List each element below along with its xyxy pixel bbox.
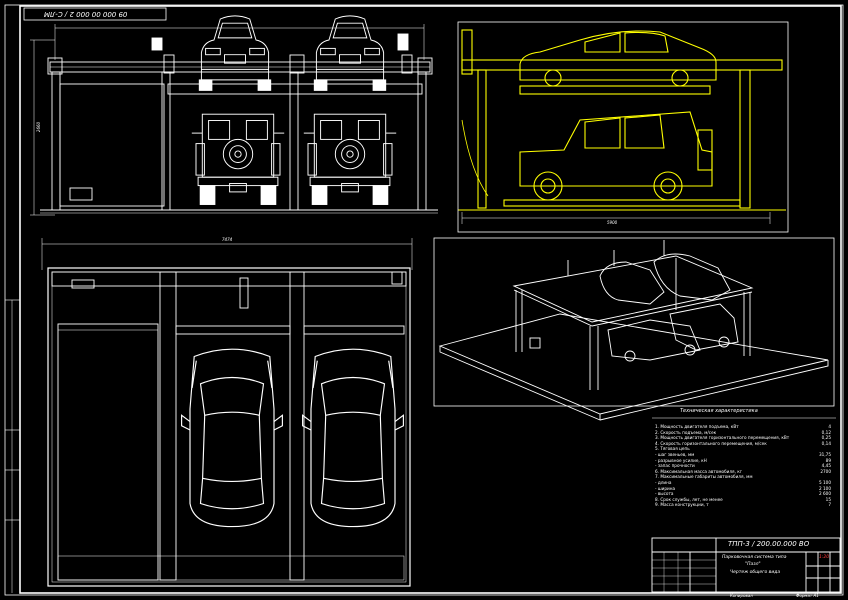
title-block-name-1: Парковочная система типа [722, 555, 787, 560]
side-elevation-view [458, 29, 786, 224]
spec-row: 5. Тяговая цепь [655, 446, 831, 452]
spec-value: 31,75 [819, 451, 831, 457]
specs-title: Техническая характеристика [680, 408, 758, 414]
spec-row: 8. Срок службы, лет, не менее 15 [655, 497, 831, 503]
spec-row: - длина 5 100 [655, 480, 831, 486]
title-block-name-3: Чертеж общего вида [730, 570, 781, 575]
title-block [651, 537, 841, 593]
spec-text: 1. Мощность двигателя подъема, кВт [655, 424, 739, 429]
spec-row: - ширина 2 100 [655, 486, 831, 492]
spec-text: 5. Тяговая цепь [655, 446, 690, 452]
spec-text: - высота [655, 491, 674, 497]
format-label: Формат А1 [796, 593, 819, 598]
spec-row: 3. Мощность двигателя горизонтального пе… [655, 435, 831, 441]
spec-row: 7. Максимальные габариты автомобиля, мм [655, 474, 831, 480]
plan-view [41, 238, 413, 587]
spec-value: 0,14 [821, 440, 831, 446]
front-elevation-view [30, 15, 438, 216]
spec-text: - ширина [655, 485, 676, 491]
spec-row: - разрывное усилие, кН 89 [655, 458, 831, 464]
spec-text: - запас прочности [655, 463, 695, 469]
spec-row: - запас прочности 4,45 [655, 463, 831, 469]
side-view-frame [457, 21, 789, 233]
dimension-height: 2660 [36, 121, 42, 133]
spec-row: - шаг звеньев, мм 31,75 [655, 452, 831, 458]
sheet-frame [4, 4, 844, 596]
spec-value: 2700 [820, 468, 831, 474]
spec-text: 9. Масса конструкции, т [655, 502, 709, 508]
spec-value: 4 [828, 424, 831, 429]
copied-label: Копировал [730, 593, 753, 598]
dimension-width-plan: 7474 [222, 237, 233, 242]
spec-text: - разрывное усилие, кН [655, 457, 707, 463]
dimension-width-side: 5900 [607, 220, 618, 225]
spec-text: 3. Мощность двигателя горизонтального пе… [655, 435, 790, 441]
spec-text: - длина [655, 479, 672, 485]
spec-value: 0,12 [821, 429, 831, 435]
spec-value: 2 100 [819, 485, 831, 491]
spec-row: 2. Скорость подъема, м/сек 0,12 [655, 430, 831, 436]
title-block-name-2: "Пазл" [745, 562, 761, 567]
spec-row: 1. Мощность двигателя подъема, кВт 4 [655, 424, 831, 430]
spec-row: - высота 2 600 [655, 491, 831, 497]
spec-value: 0,25 [821, 435, 831, 441]
spec-value: 4,45 [821, 463, 831, 469]
spec-row: 6. Максимальная масса автомобиля, кг 2700 [655, 469, 831, 475]
isometric-view [433, 237, 835, 421]
spec-text: 4. Скорость горизонтального перемещения,… [655, 440, 767, 446]
title-block-scale: 1:20 [819, 555, 830, 560]
spec-text: 2. Скорость подъема, м/сек [655, 429, 717, 435]
spec-text: 7. Максимальные габариты автомобиля, мм [655, 474, 753, 480]
spec-value: 5 100 [819, 479, 831, 485]
spec-value: 7 [828, 502, 831, 508]
drawing-code-stamp: 09 000 00 000 2 / С-ЛМ [44, 10, 128, 18]
spec-row: 4. Скорость горизонтального перемещения,… [655, 441, 831, 447]
spec-row: 9. Масса конструкции, т 7 [655, 502, 831, 508]
spec-value: 89 [825, 457, 831, 463]
spec-value: 2 600 [819, 491, 831, 497]
title-block-code: ТПП-3 / 200.00.000 ВО [728, 540, 810, 548]
spec-text: 8. Срок службы, лет, не менее [655, 496, 723, 502]
spec-text: 6. Максимальная масса автомобиля, кг [655, 468, 742, 474]
spec-value: 15 [825, 496, 831, 502]
spec-text: - шаг звеньев, мм [655, 451, 695, 457]
